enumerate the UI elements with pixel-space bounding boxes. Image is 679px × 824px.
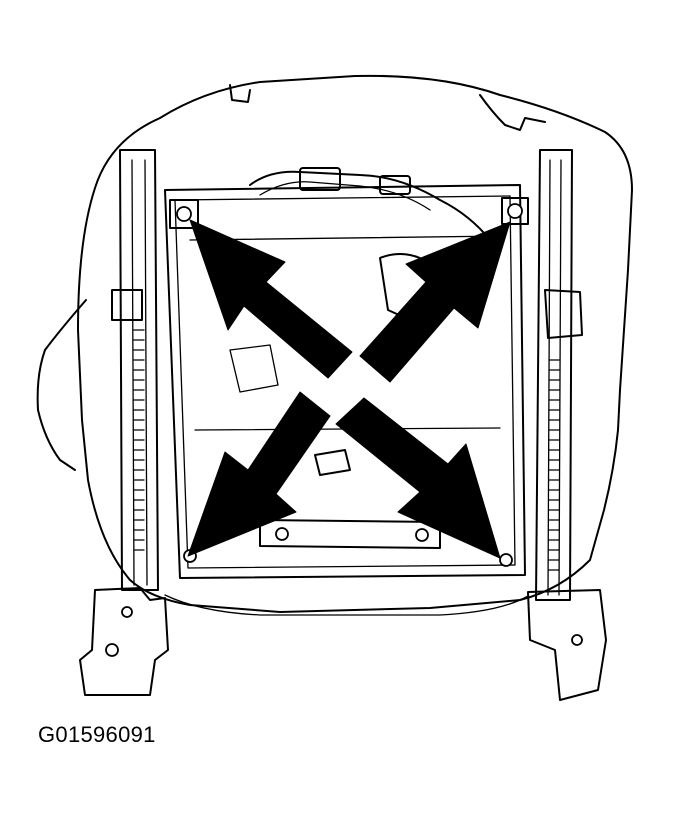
top-right-guide <box>479 94 546 131</box>
seat-bottom-contour <box>164 594 529 616</box>
arrow-front-left <box>189 219 353 379</box>
left-lower-bracket <box>79 587 169 696</box>
left-side-bracket <box>111 289 143 321</box>
right-seat-rail <box>535 149 573 601</box>
figure-caption: G01596091 <box>38 722 156 747</box>
inner-seat-frame <box>164 184 526 579</box>
right-side-bracket <box>544 289 583 339</box>
front-cross-bar <box>189 235 506 241</box>
arrows <box>187 219 511 559</box>
seat-cushion-outline <box>77 74 633 613</box>
bolt-front-right <box>507 203 523 219</box>
right-lower-bracket <box>527 589 607 701</box>
top-left-clip <box>229 84 251 103</box>
left-cover-flap <box>36 299 87 471</box>
rear-cross-bar <box>259 519 441 549</box>
left-seat-rail <box>119 149 159 591</box>
arrow-rear-left <box>187 391 331 557</box>
bolt-front-left <box>176 206 192 222</box>
right-rack-teeth <box>548 359 560 571</box>
arrow-front-right <box>359 221 511 383</box>
arrow-rear-right <box>335 397 501 559</box>
bolt-rear-right <box>499 553 513 567</box>
left-rack-teeth <box>133 329 145 551</box>
